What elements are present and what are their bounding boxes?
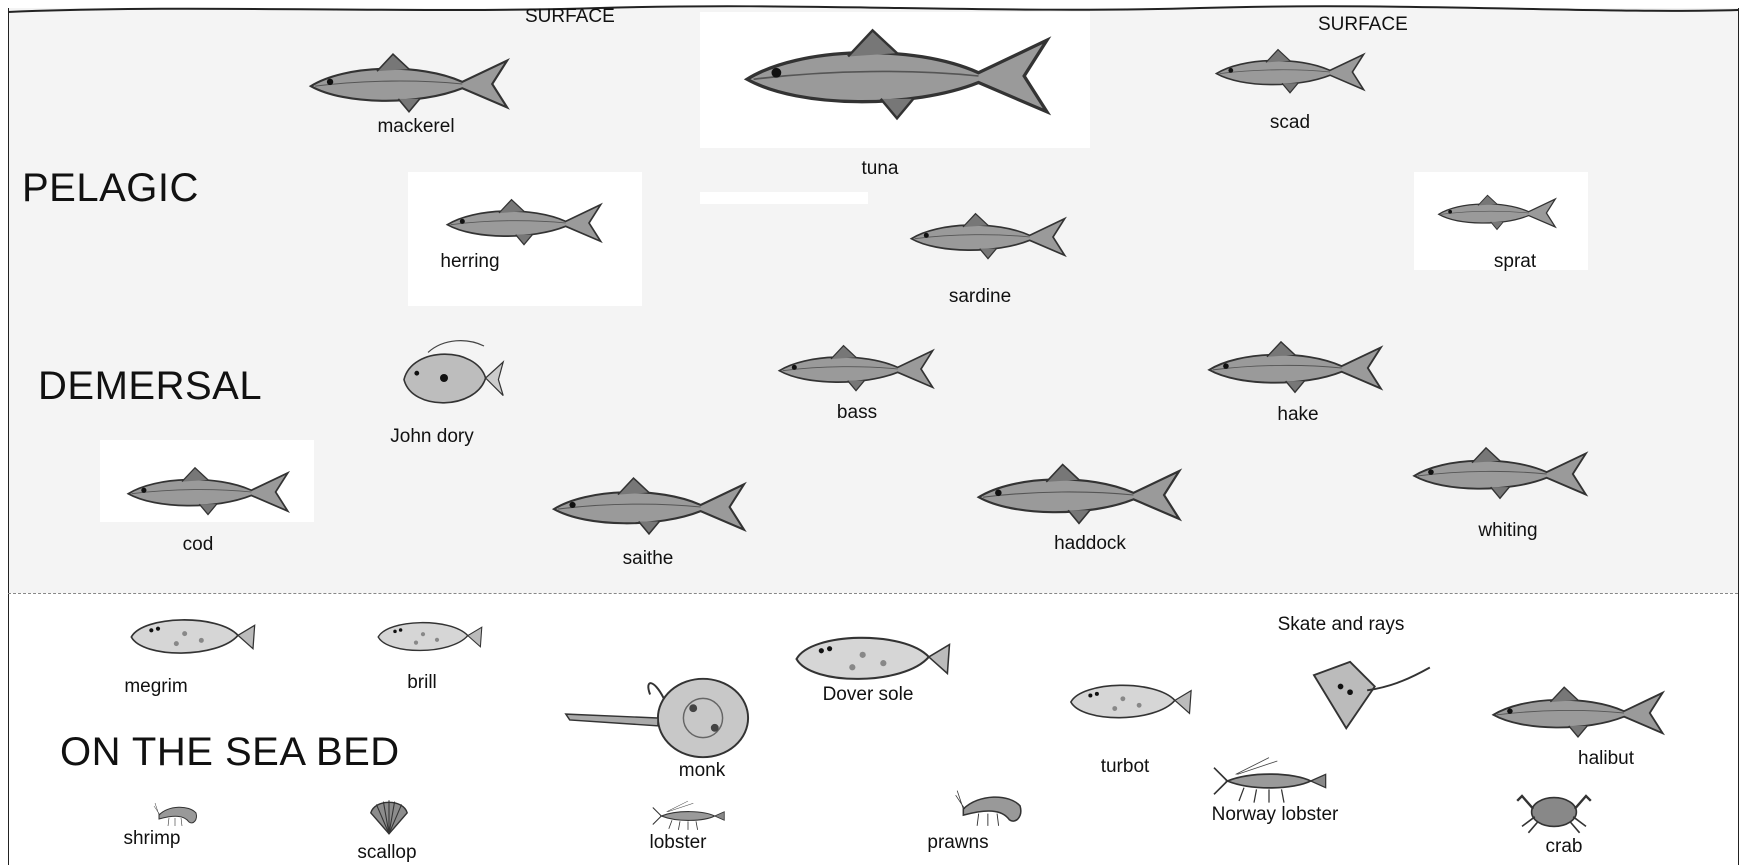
scallop-illustration — [366, 796, 412, 838]
sprat-label: sprat — [1494, 251, 1536, 273]
turbot-label: turbot — [1101, 756, 1150, 778]
tuna-label: tuna — [862, 158, 899, 180]
skate-and-rays-label: Skate and rays — [1278, 614, 1405, 636]
scad-illustration — [1208, 48, 1372, 96]
zone-title-pelagic: PELAGIC — [22, 166, 199, 211]
megrim-illustration — [118, 612, 268, 662]
crab-label: crab — [1546, 836, 1583, 858]
monk-label: monk — [679, 760, 725, 782]
dover-sole-illustration — [786, 628, 960, 690]
bass-illustration — [768, 344, 944, 394]
megrim-label: megrim — [124, 676, 187, 698]
zone-title-sea-bed: ON THE SEA BED — [60, 730, 400, 775]
frame-right-edge — [1738, 8, 1739, 865]
john-dory-illustration — [384, 338, 520, 418]
shrimp-label: shrimp — [123, 828, 180, 850]
lobster-label: lobster — [649, 832, 706, 854]
saithe-illustration — [540, 476, 758, 538]
sprat-illustration — [1414, 194, 1580, 232]
sardine-label: sardine — [949, 286, 1011, 308]
dover-sole-label: Dover sole — [823, 684, 914, 706]
sea-bed-divider — [8, 593, 1738, 594]
prawns-label: prawns — [927, 832, 988, 854]
herring-label: herring — [440, 251, 499, 273]
norway-lobster-illustration — [1206, 756, 1332, 806]
mackerel-label: mackerel — [377, 116, 454, 138]
brill-label: brill — [407, 672, 437, 694]
tuna-illustration — [734, 26, 1060, 126]
mackerel-illustration — [292, 52, 526, 116]
crab-illustration — [1510, 780, 1598, 836]
john-dory-label: John dory — [390, 426, 473, 448]
lobster-illustration — [626, 800, 750, 832]
surface-label-right: SURFACE — [1318, 14, 1408, 36]
cod-label: cod — [183, 534, 214, 556]
ray-illustration — [1306, 658, 1434, 734]
halibut-illustration — [1486, 682, 1670, 744]
halibut-label: halibut — [1578, 748, 1634, 770]
haddock-illustration — [970, 462, 1188, 528]
surface-label-left: SURFACE — [525, 6, 615, 28]
turbot-illustration — [1066, 672, 1196, 732]
brill-illustration — [374, 612, 486, 662]
scad-label: scad — [1270, 112, 1310, 134]
norway-lobster-label: Norway lobster — [1212, 804, 1339, 826]
bass-label: bass — [837, 402, 877, 424]
prawns-illustration — [948, 786, 1040, 832]
herring-illustration — [414, 198, 634, 248]
haddock-label: haddock — [1054, 533, 1126, 555]
scallop-label: scallop — [357, 842, 416, 864]
whiting-illustration — [1390, 446, 1610, 502]
image-fragment — [700, 192, 868, 204]
zone-title-demersal: DEMERSAL — [38, 364, 262, 409]
monk-illustration — [556, 668, 752, 768]
shrimp-illustration — [150, 800, 208, 830]
hake-illustration — [1176, 340, 1414, 396]
frame-left-edge — [8, 8, 9, 865]
sardine-illustration — [878, 212, 1098, 262]
saithe-label: saithe — [623, 548, 674, 570]
hake-label: hake — [1277, 404, 1318, 426]
cod-illustration — [106, 466, 310, 518]
whiting-label: whiting — [1478, 520, 1537, 542]
